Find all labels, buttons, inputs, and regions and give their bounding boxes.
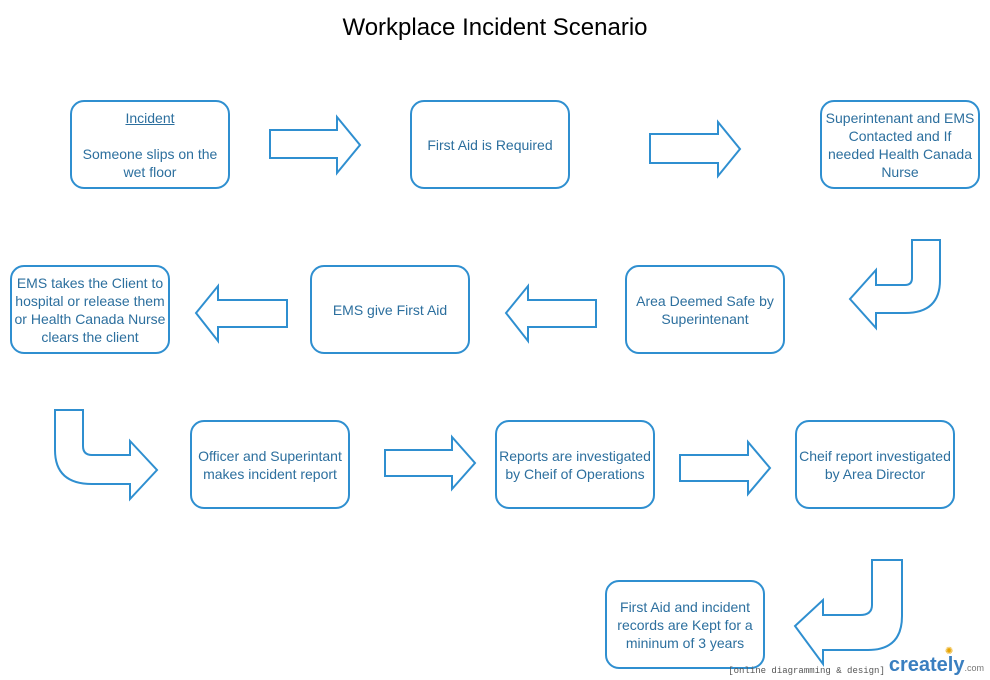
node-first-aid-required[interactable]: First Aid is Required xyxy=(410,100,570,189)
node-ems-first-aid[interactable]: EMS give First Aid xyxy=(310,265,470,354)
creately-watermark[interactable]: [online diagramming & design] ✺ creately… xyxy=(728,646,984,676)
node-area-safe[interactable]: Area Deemed Safe by Superintenant xyxy=(625,265,785,354)
node-ems-client[interactable]: EMS takes the Client to hospital or rele… xyxy=(10,265,170,354)
arrow-left-1 xyxy=(504,283,597,344)
node-chief-report[interactable]: Cheif report investigated by Area Direct… xyxy=(795,420,955,509)
node-incident-header: Incident xyxy=(125,109,175,126)
bent-arrow-down-left-2 xyxy=(793,559,903,668)
arrow-right-2 xyxy=(649,119,742,179)
bent-arrow-down-right xyxy=(54,409,159,502)
node-officer-report-text: Officer and Superintant makes incident r… xyxy=(198,447,342,482)
arrow-right-3 xyxy=(384,434,477,492)
node-records-kept[interactable]: First Aid and incident records are Kept … xyxy=(605,580,765,669)
node-incident[interactable]: Incident Someone slips on the wet floor xyxy=(70,100,230,189)
arrow-left-2 xyxy=(194,283,288,344)
bent-arrow-down-left-1 xyxy=(848,239,941,331)
node-area-safe-text: Area Deemed Safe by Superintenant xyxy=(636,292,774,327)
node-ems-client-text: EMS takes the Client to hospital or rele… xyxy=(14,274,166,345)
arrow-right-4 xyxy=(679,439,772,497)
node-first-aid-required-text: First Aid is Required xyxy=(427,136,553,153)
node-records-kept-text: First Aid and incident records are Kept … xyxy=(617,598,753,651)
node-ems-first-aid-text: EMS give First Aid xyxy=(332,301,448,318)
node-superintendent-ems[interactable]: Superintenant and EMS Contacted and If n… xyxy=(820,100,980,189)
lightbulb-icon: ✺ xyxy=(944,646,954,657)
diagram-title: Workplace Incident Scenario xyxy=(342,14,648,41)
node-officer-report[interactable]: Officer and Superintant makes incident r… xyxy=(190,420,350,509)
node-superintendent-ems-text: Superintenant and EMS Contacted and If n… xyxy=(825,109,975,180)
watermark-tag: [online diagramming & design] xyxy=(728,666,885,676)
node-reports-investigated-text: Reports are investigated by Cheif of Ope… xyxy=(499,447,651,482)
arrow-right-1 xyxy=(269,114,362,176)
node-chief-report-text: Cheif report investigated by Area Direct… xyxy=(799,447,951,482)
node-incident-text: Someone slips on the wet floor xyxy=(82,145,218,180)
node-reports-investigated[interactable]: Reports are investigated by Cheif of Ope… xyxy=(495,420,655,509)
watermark-brand: creately xyxy=(888,654,965,676)
watermark-domain: .com xyxy=(964,663,984,673)
